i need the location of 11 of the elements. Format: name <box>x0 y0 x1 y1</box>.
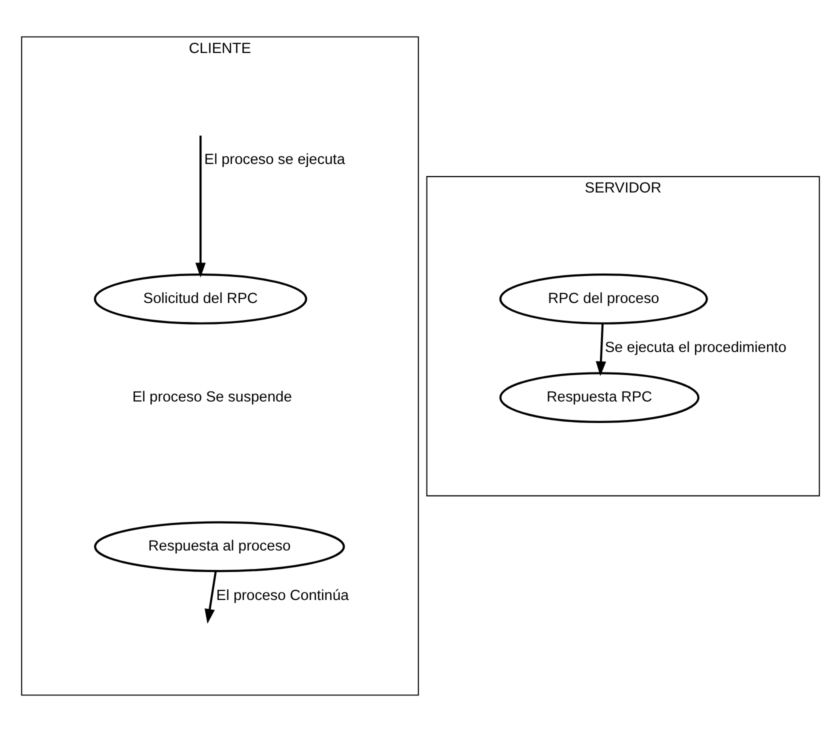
node-ellipse: Solicitud del RPC <box>93 273 307 324</box>
node-ellipse: RPC del proceso <box>498 273 708 324</box>
edge-label: Se ejecuta el procedimiento <box>604 340 786 356</box>
arrow <box>194 135 206 277</box>
arrow <box>204 570 216 624</box>
node-ellipse: Respuesta RPC <box>498 372 699 423</box>
arrow <box>595 323 606 376</box>
label: El proceso Se suspende <box>132 388 292 405</box>
edge-label: El proceso Continúa <box>216 587 348 604</box>
node-ellipse: Respuesta al proceso <box>94 520 344 572</box>
edge-label: El proceso se ejecuta <box>204 152 345 168</box>
